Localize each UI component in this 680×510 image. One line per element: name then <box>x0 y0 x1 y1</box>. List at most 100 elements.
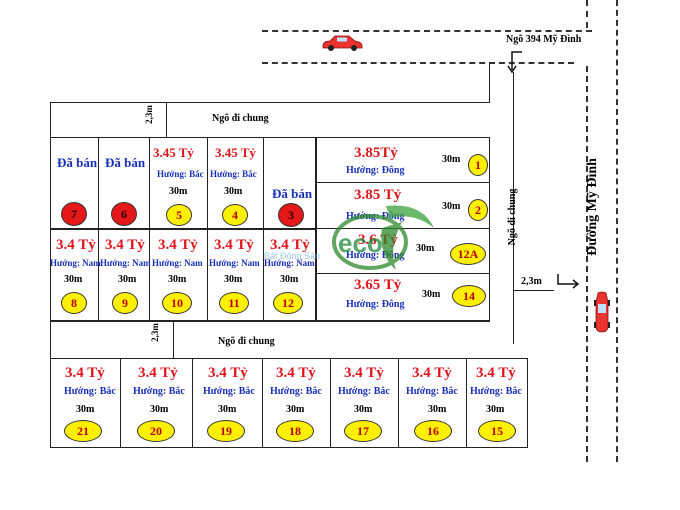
lot-4-direction: Hướng: Bắc <box>210 169 257 179</box>
lot-15-area: 30m <box>486 404 505 415</box>
width-right-arrow <box>514 290 554 291</box>
lot-16-area: 30m <box>428 404 447 415</box>
width-right-label: 2,3m <box>521 276 542 287</box>
width-bottom-arrow <box>173 322 174 358</box>
arrow-icon-top <box>507 51 522 74</box>
lot-5-area: 30m <box>169 186 188 197</box>
lot-21-badge: 21 <box>64 420 102 442</box>
lot-21-direction: Hướng: Bắc <box>64 386 116 397</box>
lot-2-badge: 2 <box>468 199 488 221</box>
lot-4-price: 3.45 Tỷ <box>215 145 256 160</box>
lot-18-badge: 18 <box>276 420 314 442</box>
main-road-label: Đường Mỹ Đình <box>585 158 600 256</box>
car-icon-top <box>322 35 363 51</box>
lot-19-area: 30m <box>218 404 237 415</box>
lot-12-direction: Hướng: Nam <box>264 258 315 268</box>
lot-10-price: 3.4 Tỷ <box>158 237 198 253</box>
lot-1-direction: Hướng: Đông <box>346 165 405 176</box>
left-boundary <box>50 102 51 138</box>
lot-9-area: 30m <box>118 274 137 285</box>
top-road-edge-lower <box>262 62 574 64</box>
lot-divider <box>207 229 208 321</box>
lot-17-area: 30m <box>354 404 373 415</box>
common-alley-right-label: Ngõ đi chung <box>507 188 518 246</box>
lot-1-price: 3.85Tỷ <box>354 145 398 161</box>
lot-2-price: 3.85 Tỷ <box>354 187 402 203</box>
lot-14-badge: 14 <box>452 285 486 307</box>
lot-divider <box>330 358 331 448</box>
lot-15-direction: Hướng: Bắc <box>470 386 522 397</box>
lot-10-badge: 10 <box>162 292 192 314</box>
lot-14-price: 3.65 Tỷ <box>354 277 402 293</box>
lot-11-area: 30m <box>224 274 243 285</box>
lot-9-badge: 9 <box>112 292 138 314</box>
main-road-edge-right <box>616 0 618 462</box>
lot-divider <box>263 137 264 229</box>
lot-20-direction: Hướng: Bắc <box>133 386 185 397</box>
lot-5-badge: 5 <box>166 204 192 226</box>
lot-6-badge: 6 <box>111 202 137 226</box>
lot-divider <box>316 182 490 183</box>
width-bottom-label: 2,3m <box>149 323 160 342</box>
lot-divider <box>120 358 121 448</box>
lot-19-price: 3.4 Tỷ <box>208 365 248 381</box>
lot-12-area: 30m <box>280 274 299 285</box>
car-icon-right <box>594 291 610 333</box>
common-alley-bottom-label: Ngõ đi chung <box>218 336 275 347</box>
alley-right-edge <box>513 72 514 344</box>
lot-row-bottom <box>50 358 528 448</box>
lot-19-badge: 19 <box>207 420 245 442</box>
lot-8-badge: 8 <box>61 292 87 314</box>
lot-12a-direction: Hướng: Đông <box>346 250 405 261</box>
lot-divider <box>466 358 467 448</box>
lot-15-badge: 15 <box>478 420 516 442</box>
lot-5-price: 3.45 Tỷ <box>153 145 194 160</box>
lot-12-price: 3.4 Tỷ <box>270 237 310 253</box>
arrow-icon-right <box>557 274 580 289</box>
lot-3-sold: Đã bán <box>272 186 313 201</box>
lot-16-direction: Hướng: Bắc <box>406 386 458 397</box>
lot-8-area: 30m <box>64 274 83 285</box>
lot-7-sold: Đã bán <box>57 155 98 170</box>
lot-18-direction: Hướng: Bắc <box>270 386 322 397</box>
lot-divider <box>192 358 193 448</box>
lot-10-area: 30m <box>168 274 187 285</box>
watermark-text: Bất Động Sản <box>264 251 321 261</box>
lot-divider <box>149 137 150 229</box>
lot-11-price: 3.4 Tỷ <box>214 237 254 253</box>
lot-5-direction: Hướng: Bắc <box>157 169 204 179</box>
lot-row-a <box>50 137 316 229</box>
alley-bottom-left-edge <box>50 321 51 359</box>
lot-15-price: 3.4 Tỷ <box>476 365 516 381</box>
lot-12a-badge: 12A <box>450 243 486 265</box>
lot-12a-area: 30m <box>416 243 435 254</box>
lot-row-b <box>50 229 316 321</box>
width-top-arrow <box>166 103 167 137</box>
lot-divider <box>316 273 490 274</box>
lot-11-badge: 11 <box>219 292 249 314</box>
lot-divider <box>262 358 263 448</box>
lot-9-direction: Hướng: Nam <box>100 258 151 268</box>
lot-19-direction: Hướng: Bắc <box>203 386 255 397</box>
lot-21-area: 30m <box>76 404 95 415</box>
lot-divider <box>207 137 208 229</box>
lot-9-price: 3.4 Tỷ <box>105 237 145 253</box>
alley-bottom-upper-line <box>50 321 490 322</box>
lot-1-badge: 1 <box>468 154 488 176</box>
alley-top-connector <box>489 62 490 102</box>
lot-1-area: 30m <box>442 154 461 165</box>
lot-17-badge: 17 <box>344 420 382 442</box>
lot-8-price: 3.4 Tỷ <box>56 237 96 253</box>
lot-16-price: 3.4 Tỷ <box>412 365 452 381</box>
lot-divider <box>263 229 264 321</box>
lot-7-badge: 7 <box>61 202 87 226</box>
top-road-label: Ngõ 394 Mỹ Đình <box>506 34 582 45</box>
lot-2-area: 30m <box>442 201 461 212</box>
lot-11-direction: Hướng: Nam <box>209 258 260 268</box>
lot-6-sold: Đã bán <box>105 155 146 170</box>
lot-17-direction: Hướng: Bắc <box>338 386 390 397</box>
top-road-edge-upper <box>262 30 592 32</box>
lot-21-price: 3.4 Tỷ <box>65 365 105 381</box>
lot-column-right <box>316 137 490 321</box>
lot-4-badge: 4 <box>222 204 248 226</box>
